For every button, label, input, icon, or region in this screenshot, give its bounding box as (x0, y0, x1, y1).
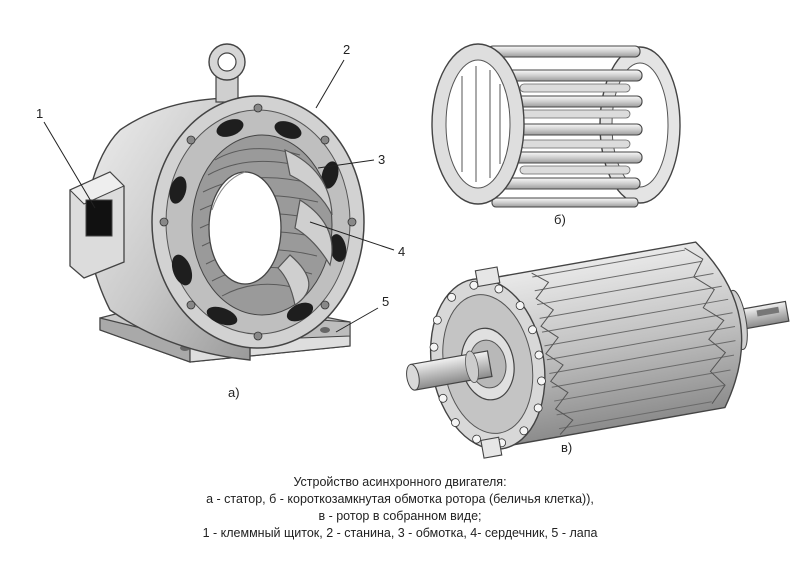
label-5: 5 (382, 294, 389, 309)
stator (69, 43, 365, 363)
motor-diagram: 1 2 3 4 5 а) (36, 42, 790, 459)
assembled-rotor (406, 241, 790, 459)
rotor-blade-bottom (480, 436, 503, 459)
cage-inner-bars (519, 83, 631, 175)
figure-caption: Устройство асинхронного двигателя: а - с… (0, 474, 800, 542)
stator-leader-lines (43, 59, 395, 333)
squirrel-cage (431, 43, 681, 208)
caption-title: Устройство асинхронного двигателя: (293, 475, 507, 489)
rotor-teeth (531, 272, 574, 435)
caption-line-2: а - статор, б - короткозамкнутая обмотка… (206, 492, 594, 506)
rotor-slots (532, 249, 736, 430)
label-3: 3 (378, 152, 385, 167)
stator-winding (277, 148, 333, 306)
rotor-holes (429, 280, 546, 448)
stator-slots (169, 119, 347, 326)
stator-bore (208, 171, 282, 285)
label-1: 1 (36, 106, 43, 121)
rotor-blade-top (474, 266, 501, 288)
lifting-eye (208, 43, 246, 103)
caption-line-3: в - ротор в собранном виде; (318, 509, 482, 523)
label-4: 4 (398, 244, 405, 259)
label-a: а) (228, 385, 240, 400)
caption-line-4: 1 - клеммный щиток, 2 - станина, 3 - обм… (202, 526, 598, 540)
label-v: в) (561, 440, 572, 455)
label-2: 2 (343, 42, 350, 57)
stator-bolts (159, 103, 357, 341)
terminal-box (69, 171, 125, 279)
label-b: б) (554, 212, 566, 227)
